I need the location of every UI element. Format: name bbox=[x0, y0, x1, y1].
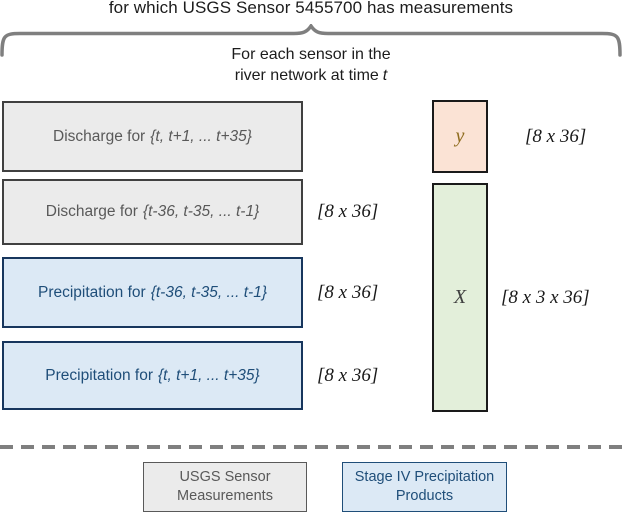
dim-label-discharge-past: [8 x 36] bbox=[317, 201, 379, 222]
box-label-prefix: Discharge for bbox=[45, 203, 138, 220]
box-label-prefix: Precipitation for bbox=[45, 366, 153, 384]
dim-label-precipitation-future: [8 x 36] bbox=[317, 364, 379, 386]
box-label-range: {t, t+1, ... t+35} bbox=[150, 127, 252, 145]
x-tensor-block: X bbox=[432, 183, 488, 412]
box-label-range: {t-36, t-35, ... t-1} bbox=[142, 203, 260, 220]
brace-label-line1: For each sensor in the bbox=[231, 46, 391, 63]
legend-usgs-line1: USGS Sensor bbox=[179, 469, 271, 485]
dim-label-x: [8 x 3 x 36] bbox=[501, 286, 590, 308]
legend-usgs-line2: Measurements bbox=[177, 488, 273, 504]
legend-stage-line1: Stage IV Precipitation bbox=[354, 469, 495, 485]
y-tensor-block: y bbox=[432, 100, 488, 173]
box-label-range: {t, t+1, ... t+35} bbox=[158, 366, 260, 384]
box-label-range: {t-36, t-35, ... t-1} bbox=[150, 283, 267, 301]
precipitation-future-box: Precipitation for {t, t+1, ... t+35} bbox=[2, 341, 303, 410]
precipitation-past-box: Precipitation for {t-36, t-35, ... t-1} bbox=[2, 257, 303, 328]
legend-stage-iv-precipitation: Stage IV Precipitation Products bbox=[342, 462, 507, 512]
time-variable: t bbox=[382, 67, 388, 84]
discharge-future-box: Discharge for {t, t+1, ... t+35} bbox=[2, 101, 303, 172]
box-label-prefix: Discharge for bbox=[53, 127, 146, 145]
figure-caption: for which USGS Sensor 5455700 has measur… bbox=[108, 0, 514, 17]
legend-stage-line2: Products bbox=[395, 488, 454, 504]
brace-label: For each sensor in the river network at … bbox=[0, 44, 622, 86]
dashed-divider bbox=[0, 445, 622, 449]
discharge-past-box: Discharge for {t-36, t-35, ... t-1} bbox=[2, 179, 303, 245]
dim-label-y: [8 x 36] bbox=[525, 125, 587, 147]
legend-usgs-sensor: USGS Sensor Measurements bbox=[143, 462, 307, 512]
box-label-prefix: Precipitation for bbox=[37, 283, 146, 301]
dim-label-precipitation-past: [8 x 36] bbox=[317, 281, 379, 303]
curly-brace bbox=[0, 24, 622, 57]
